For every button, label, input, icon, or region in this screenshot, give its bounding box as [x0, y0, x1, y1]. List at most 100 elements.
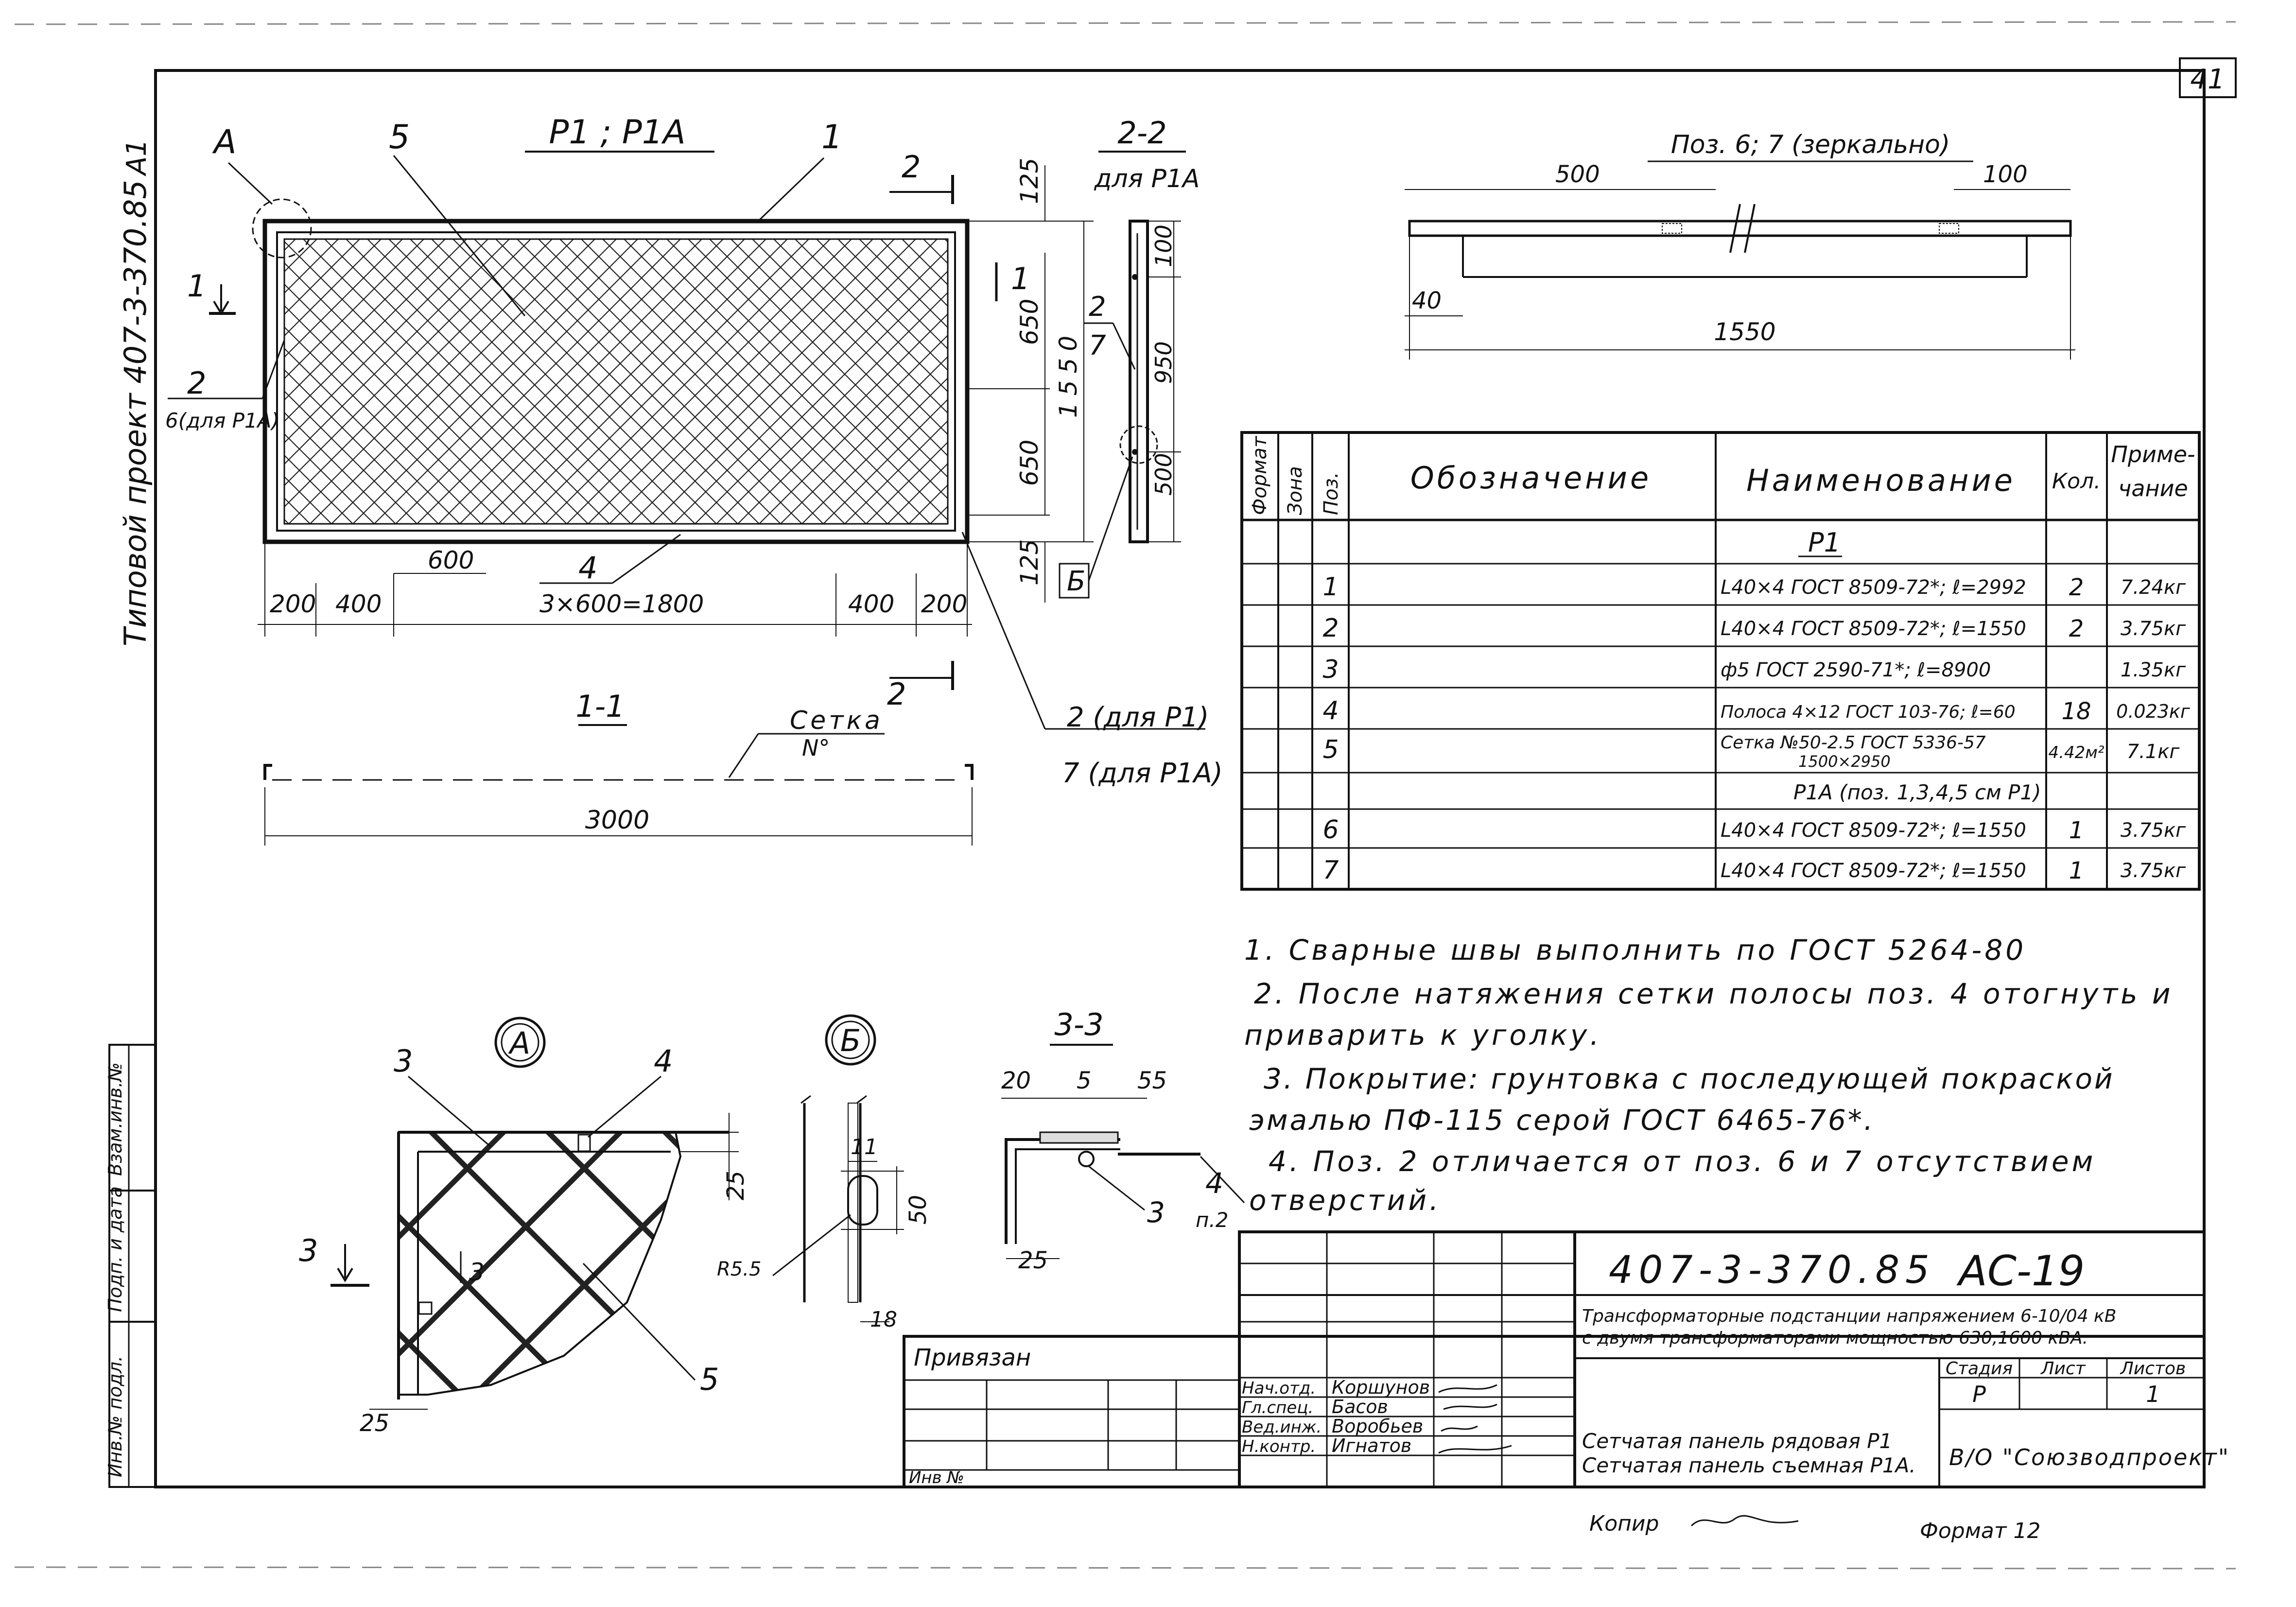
detail-A-dim-25-bottom: 25	[360, 1410, 389, 1437]
dim-200-left: 200	[270, 590, 316, 618]
pos67-dim-40: 40	[1412, 287, 1442, 314]
section-33-dim-25: 25	[1018, 1247, 1048, 1274]
svg-text:1: 1	[1322, 572, 1339, 602]
cut-1-right: 1	[1011, 261, 1030, 296]
pos-6-7-view: Поз. 6; 7 (зеркально) 500 100 40 1550	[1405, 130, 2075, 360]
side-project-label: Типовой проект 407-3-370.85	[118, 180, 153, 646]
title-block: Привязан Инв № Нач.отд. Коршунов Гл.спец…	[903, 1230, 2230, 1488]
svg-text:7: 7	[1322, 856, 1339, 885]
inv-no-label: Инв №	[909, 1468, 964, 1487]
hdr-name: Наименование	[1746, 463, 2016, 498]
svg-text:1.35кг: 1.35кг	[2121, 659, 2186, 681]
dim-100: 100	[1150, 225, 1177, 267]
table-row: 2 L40×4 ГОСТ 8509-72*; ℓ=1550 2 3.75кг	[1322, 614, 2186, 643]
net-label: Сетка	[790, 706, 883, 735]
svg-text:2: 2	[2069, 574, 2084, 601]
svg-text:3.75кг: 3.75кг	[2121, 860, 2186, 882]
detail-A-pos4: 4	[654, 1043, 673, 1079]
svg-text:L40×4 ГОСТ 8509-72*; ℓ=1550: L40×4 ГОСТ 8509-72*; ℓ=1550	[1721, 860, 2026, 882]
side-field-sign: Подп. и дата	[104, 1186, 126, 1312]
table-row: 5 Сетка №50-2.5 ГОСТ 5336-57 1500×2950 4…	[1322, 733, 2180, 771]
detail-B-dim-11: 11	[851, 1135, 878, 1159]
svg-text:4: 4	[1322, 696, 1339, 726]
left-approval-strip: Инв.№ подл. Подп. и дата Взам.инв.№	[104, 1044, 157, 1488]
section-33-pos4: 4	[1205, 1167, 1223, 1200]
dim-400-right: 400	[848, 590, 894, 618]
hdr-designation: Обозначение	[1410, 460, 1652, 496]
pos67-dim-100: 100	[1983, 161, 2028, 188]
copy-signature	[1690, 1515, 1799, 1527]
svg-text:L40×4 ГОСТ 8509-72*; ℓ=1550: L40×4 ГОСТ 8509-72*; ℓ=1550	[1721, 819, 2026, 842]
dim-125-bottom: 125	[1015, 539, 1044, 586]
dim-950: 950	[1150, 341, 1177, 384]
svg-text:Типовой проект 407-3-370.85: Типовой проект 407-3-370.85	[118, 180, 153, 646]
copy-note: Копир	[1589, 1511, 1659, 1536]
dim-3000: 3000	[585, 806, 649, 835]
section-2-2: 2-2 для Р1А 100 950 500 2 7 Б	[1059, 115, 1200, 599]
section-33-pos4-sub: п.2	[1196, 1208, 1229, 1232]
dim-125-top: 125	[1015, 158, 1044, 204]
callout-A-circle	[252, 198, 312, 259]
side-field-replace: Взам.инв.№	[104, 1062, 126, 1176]
detail-B-dim-18: 18	[870, 1307, 897, 1332]
svg-text:3.75кг: 3.75кг	[2121, 618, 2186, 640]
section-1-1: 1-1 Сетка N° 3000	[263, 689, 974, 846]
dim-500: 500	[1150, 453, 1177, 496]
table-row: 4 Полоса 4×12 ГОСТ 103-76; ℓ=60 18 0.023…	[1322, 696, 2190, 726]
hdr-zone: Зона	[1284, 466, 1306, 515]
project-title-2: с двумя трансформаторами мощностью 630,1…	[1582, 1328, 2088, 1348]
pos-2-label: 2	[187, 365, 206, 401]
cut-1-left: 1	[187, 268, 206, 304]
panel-mesh	[283, 238, 949, 525]
sheets-value: 1	[2146, 1381, 2160, 1407]
role-3: Вед.инж.	[1242, 1417, 1322, 1437]
organization: В/О "Союзводпроект"	[1949, 1444, 2230, 1470]
sheet-header: Лист	[2040, 1359, 2086, 1379]
hdr-note: Приме- чание	[2111, 441, 2195, 501]
role-2: Гл.спец.	[1242, 1398, 1313, 1417]
dim-3x600: 3×600=1800	[539, 590, 704, 618]
svg-text:4.42м²: 4.42м²	[2049, 743, 2105, 762]
svg-text:5: 5	[1322, 735, 1339, 764]
name-3: Воробьев	[1332, 1416, 1423, 1437]
cut-2-bottom: 2	[887, 676, 906, 712]
svg-text:1500×2950: 1500×2950	[1798, 752, 1891, 771]
svg-text:ф5 ГОСТ 2590-71*; ℓ=8900: ф5 ГОСТ 2590-71*; ℓ=8900	[1721, 659, 1991, 681]
svg-text:2: 2	[1322, 614, 1339, 643]
section-33-dim-5: 5	[1077, 1067, 1092, 1094]
table-row: 3 ф5 ГОСТ 2590-71*; ℓ=8900 1.35кг	[1322, 655, 2186, 684]
specification-table: Формат Зона Поз. Обозначение Наименовани…	[1240, 431, 2201, 891]
project-title-1: Трансформаторные подстанции напряжением …	[1582, 1306, 2117, 1326]
stage-value: Р	[1972, 1381, 1986, 1407]
pos67-dim-1550: 1550	[1714, 318, 1775, 346]
svg-text:1: 1	[2069, 857, 2084, 884]
page-number: 41	[2190, 64, 2225, 95]
detail-B: Б 50 11 18 R5.5	[717, 1014, 932, 1332]
net-no: N°	[802, 735, 830, 761]
svg-text:18: 18	[2061, 698, 2091, 725]
pos-2-sub-label: 6(для Р1А)	[165, 409, 279, 432]
leader-2-p1: 2 (для Р1)	[1067, 702, 1209, 733]
section-33-dim-20: 20	[1001, 1067, 1031, 1094]
dim-600: 600	[428, 546, 474, 574]
detail-B-callout: Б	[840, 1023, 861, 1058]
svg-text:L40×4 ГОСТ 8509-72*; ℓ=1550: L40×4 ГОСТ 8509-72*; ℓ=1550	[1721, 618, 2026, 640]
page-number-box	[2179, 57, 2237, 98]
detail-A-pos3: 3	[394, 1043, 413, 1079]
hdr-qty: Кол.	[2052, 469, 2101, 494]
stage-header: Стадия	[1946, 1359, 2013, 1379]
svg-text:6: 6	[1322, 815, 1339, 845]
pos-5-label: 5	[389, 118, 410, 156]
drawing-name-2: Сетчатая панель съемная Р1А.	[1582, 1453, 1916, 1477]
dim-1550: 1550	[1054, 329, 1082, 418]
note-4: 4. Поз. 2 отличается от поз. 6 и 7 отсут…	[1269, 1145, 2096, 1178]
callout-B-circle	[1119, 425, 1158, 464]
detail-A-callout: А	[508, 1025, 530, 1061]
svg-text:L40×4 ГОСТ 8509-72*; ℓ=2992: L40×4 ГОСТ 8509-72*; ℓ=2992	[1721, 576, 2026, 599]
pos-1-label: 1	[821, 118, 842, 156]
dim-650-lower: 650	[1015, 440, 1044, 486]
name-2: Басов	[1332, 1396, 1388, 1417]
name-4: Игнатов	[1332, 1435, 1411, 1456]
svg-text:7.1кг: 7.1кг	[2127, 741, 2180, 763]
